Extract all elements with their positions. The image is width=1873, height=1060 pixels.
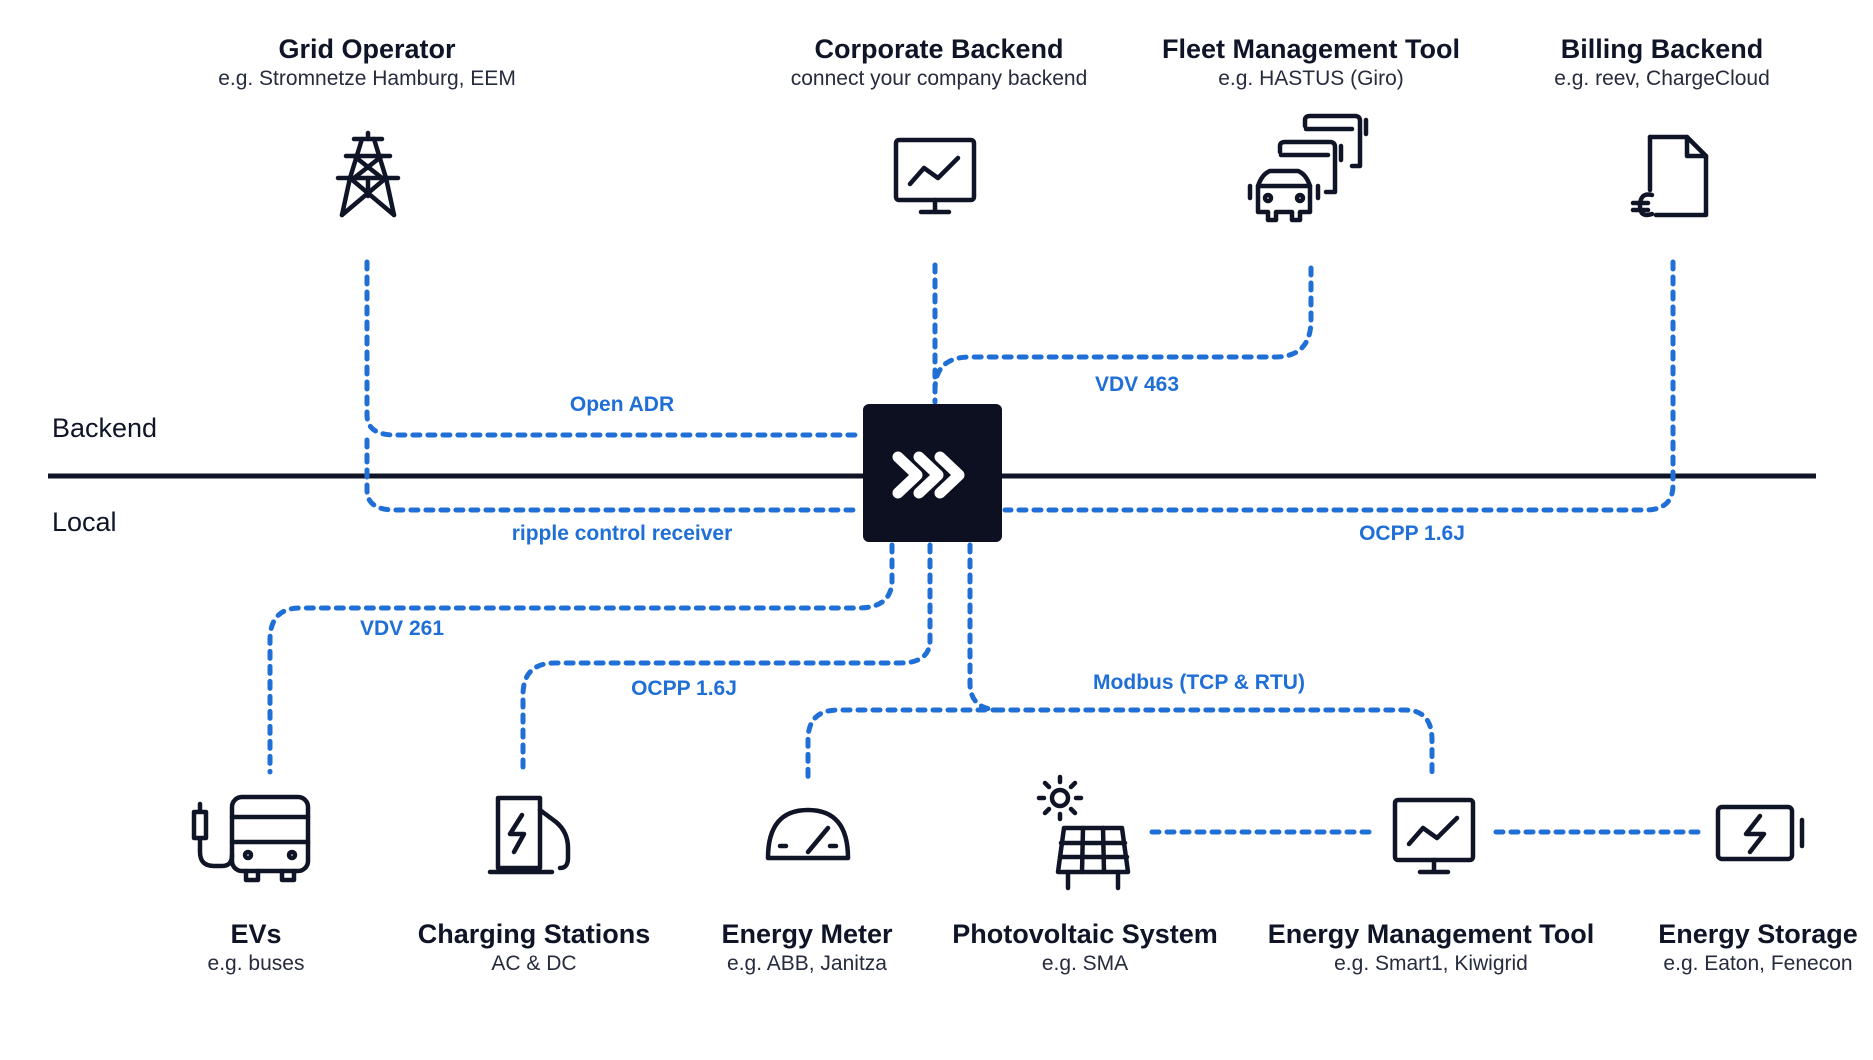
billing-backend-subtitle: e.g. reev, ChargeCloud [1554, 67, 1770, 90]
grid-operator-title: Grid Operator [278, 34, 456, 64]
grid-operator-subtitle: e.g. Stromnetze Hamburg, EEM [218, 67, 516, 90]
power-tower-icon [335, 130, 401, 218]
triple-chevron-logo-icon [892, 451, 965, 499]
link-modbus-main [967, 542, 1435, 781]
link-grid-openadr [364, 259, 861, 438]
monitor-chart-icon [1392, 797, 1476, 875]
zone-backend-label: Backend [52, 413, 158, 443]
energy-meter-subtitle: e.g. ABB, Janitza [727, 952, 887, 975]
protocol-modbus: Modbus (TCP & RTU) [1093, 671, 1305, 694]
protocol-ripple-control: ripple control receiver [511, 522, 733, 545]
energy-management-subtitle: e.g. Smart1, Kiwigrid [1334, 952, 1528, 975]
protocol-vdv261: VDV 261 [359, 617, 445, 640]
evs-subtitle: e.g. buses [207, 952, 305, 975]
link-evs-vdv261 [267, 542, 895, 775]
charging-stations-subtitle: AC & DC [491, 952, 577, 975]
link-grid-ripple [364, 437, 861, 513]
evs-title: EVs [230, 919, 282, 949]
protocol-vdv463: VDV 463 [1094, 373, 1180, 396]
fleet-vehicles-icon [1247, 113, 1369, 223]
billing-backend-title: Billing Backend [1560, 34, 1764, 64]
protocol-open-adr: Open ADR [569, 393, 675, 416]
bus-charging-icon [191, 794, 311, 883]
zone-local-label: Local [52, 507, 117, 537]
solar-panel-icon [1036, 774, 1131, 891]
monitor-chart-icon [893, 137, 977, 215]
fleet-management-subtitle: e.g. HASTUS (Giro) [1218, 67, 1404, 90]
link-charging-ocpp [520, 542, 933, 778]
gauge-icon [765, 807, 851, 861]
energy-storage-subtitle: e.g. Eaton, Fenecon [1663, 952, 1853, 975]
battery-icon [1715, 804, 1805, 862]
energy-management-title: Energy Management Tool [1267, 919, 1595, 949]
corporate-backend-subtitle: connect your company backend [790, 67, 1088, 90]
energy-meter-title: Energy Meter [721, 919, 893, 949]
hub-logo [863, 404, 1002, 542]
photovoltaic-subtitle: e.g. SMA [1041, 952, 1129, 975]
fleet-management-title: Fleet Management Tool [1161, 34, 1461, 64]
protocol-ocpp-local: OCPP 1.6J [631, 677, 737, 700]
photovoltaic-title: Photovoltaic System [952, 919, 1218, 949]
link-billing-ocpp [1002, 259, 1676, 513]
link-fleet-vdv463 [932, 265, 1314, 393]
corporate-backend-title: Corporate Backend [814, 34, 1064, 64]
charging-stations-title: Charging Stations [417, 919, 651, 949]
energy-storage-title: Energy Storage [1658, 919, 1858, 949]
protocol-ocpp-backend: OCPP 1.6J [1359, 522, 1465, 545]
charging-station-icon [487, 795, 571, 875]
euro-document-icon [1630, 134, 1709, 218]
link-modbus-meter [805, 707, 1003, 785]
